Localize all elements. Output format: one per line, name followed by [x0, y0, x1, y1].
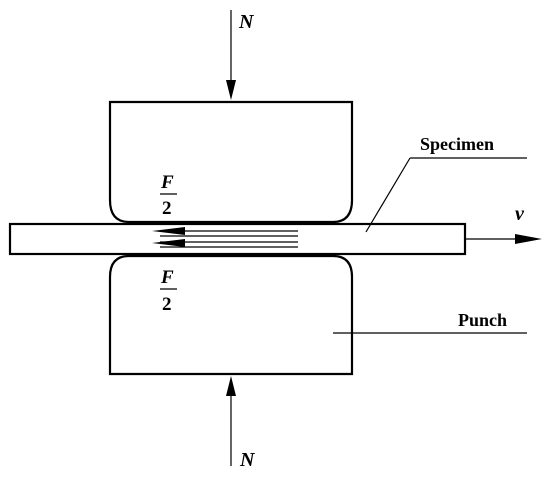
friction-fraction-bottom: F 2 [160, 267, 177, 315]
normal-force-label-bottom: N [239, 449, 256, 471]
lower-punch [108, 254, 354, 376]
upper-punch [108, 100, 354, 224]
normal-force-arrow-bottom [226, 376, 236, 466]
normal-force-arrow-top [226, 10, 236, 100]
friction-arrows-top [152, 227, 298, 237]
friction-arrows-bottom [152, 239, 298, 248]
velocity-label: v [515, 203, 525, 225]
specimen-strip [8, 222, 467, 256]
friction-denominator-top: 2 [162, 198, 172, 219]
friction-denominator-bottom: 2 [162, 294, 172, 315]
friction-numerator-bottom: F [160, 267, 174, 288]
friction-numerator-top: F [160, 172, 174, 193]
specimen-leader [365, 157, 527, 233]
normal-force-label-top: N [238, 11, 255, 33]
specimen-label: Specimen [420, 134, 494, 154]
friction-fraction-top: F 2 [160, 172, 177, 219]
velocity-arrow [465, 234, 542, 244]
punch-label: Punch [458, 310, 507, 330]
